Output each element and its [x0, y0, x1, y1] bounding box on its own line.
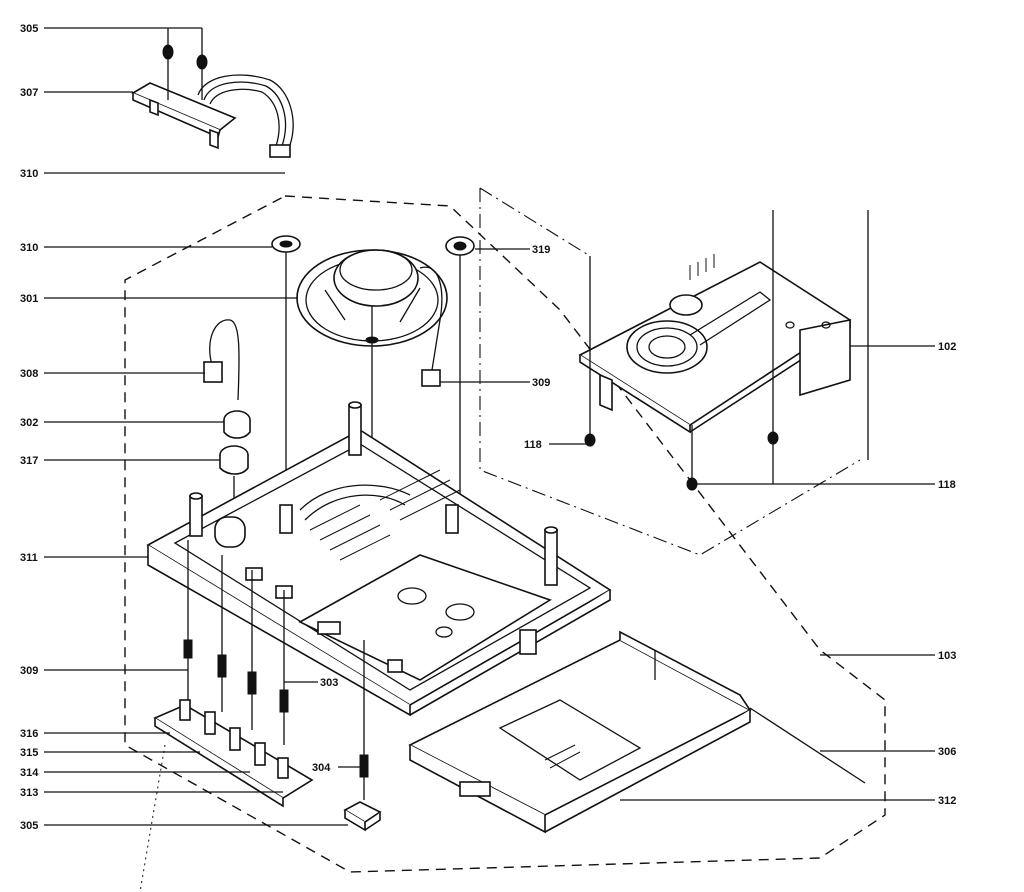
callout-103: 103 — [938, 650, 956, 662]
callout-302: 302 — [20, 417, 38, 429]
callout-309-right: 309 — [532, 377, 550, 389]
callout-305-top: 305 — [20, 23, 38, 35]
callout-310-top: 310 — [20, 168, 38, 180]
part-305-foot — [343, 801, 382, 832]
callout-309-left: 309 — [20, 665, 38, 677]
part-305-screws-top — [162, 27, 208, 100]
part-301-speaker — [296, 249, 448, 530]
callout-312: 312 — [938, 795, 956, 807]
cabinet-outline-dashed — [124, 195, 886, 873]
callout-305-bottom: 305 — [20, 820, 38, 832]
callout-316: 316 — [20, 728, 38, 740]
part-309-connector — [421, 369, 441, 387]
part-102-deck-mechanism — [578, 254, 852, 434]
leader-lines — [44, 27, 935, 892]
callout-304: 304 — [312, 762, 331, 774]
part-308-wire — [203, 319, 240, 401]
callout-307: 307 — [20, 87, 38, 99]
part-312-cassette-door — [408, 630, 752, 834]
callout-labels: 305 307 310 310 319 301 308 309 302 317 … — [20, 23, 956, 832]
callout-118: 118 — [524, 439, 542, 451]
callout-306: 306 — [938, 746, 956, 758]
callout-118-right: 118 — [938, 479, 956, 491]
part-307-bracket — [131, 74, 294, 158]
callout-314: 314 — [20, 767, 39, 779]
part-118-screws — [584, 210, 869, 491]
deck-outline-dashdot — [479, 187, 861, 556]
callout-308: 308 — [20, 368, 38, 380]
part-306-rod — [749, 707, 866, 784]
part-310-washer — [271, 235, 301, 520]
part-313-316-button-assembly — [153, 699, 314, 808]
part-309-springs — [183, 540, 289, 745]
callout-311: 311 — [20, 552, 38, 564]
part-311-chassis — [146, 401, 612, 717]
part-302-knob — [223, 410, 251, 439]
part-317-knob — [219, 445, 249, 515]
callout-301: 301 — [20, 293, 38, 305]
callout-319: 319 — [532, 244, 550, 256]
part-319-washer — [445, 236, 475, 510]
callout-313: 313 — [20, 787, 38, 799]
callout-315: 315 — [20, 747, 38, 759]
callout-317: 317 — [20, 455, 38, 467]
callout-102: 102 — [938, 341, 956, 353]
callout-303: 303 — [320, 677, 338, 689]
callout-310-mid: 310 — [20, 242, 38, 254]
part-304-spring — [359, 640, 369, 800]
